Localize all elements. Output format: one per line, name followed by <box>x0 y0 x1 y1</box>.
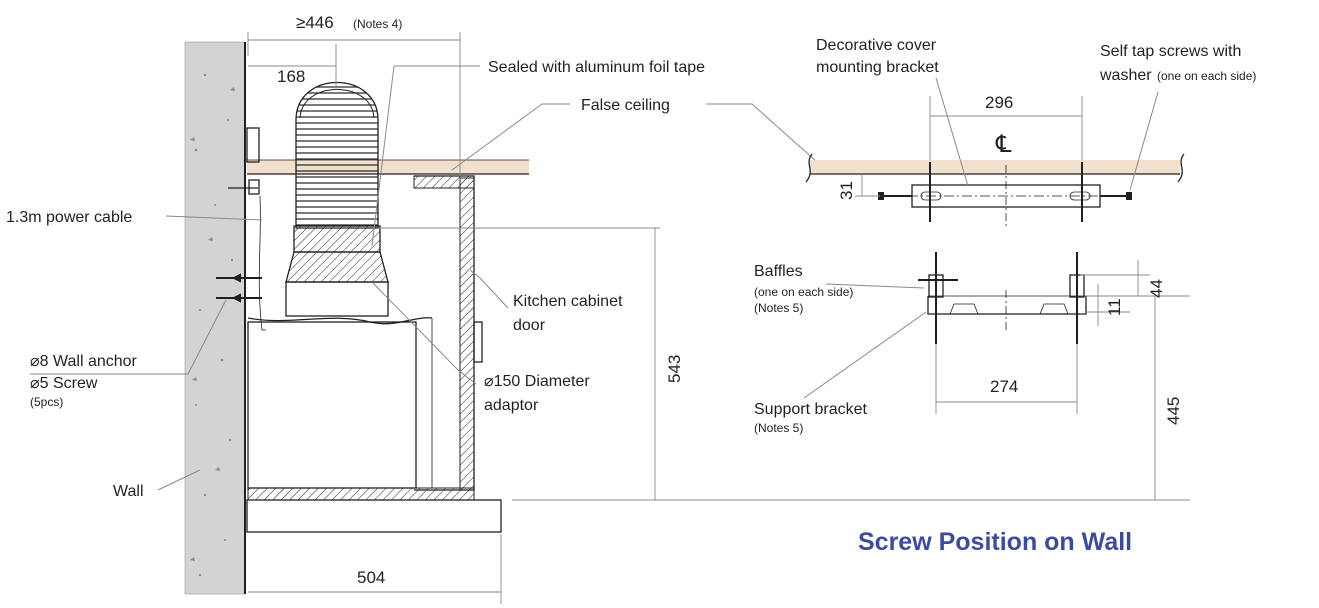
dim-446: ≥446 (Notes 4) <box>247 13 461 176</box>
wall-anchor-lower <box>216 293 262 303</box>
label-support-bracket: Support bracket <box>754 401 868 418</box>
dim-168-text: 168 <box>277 67 305 86</box>
title-screw-position: Screw Position on Wall <box>858 528 1132 556</box>
adaptor-150 <box>285 251 389 283</box>
label-power-cable: 1.3m power cable <box>6 209 132 226</box>
motor-housing <box>285 281 389 317</box>
dim-296-text: 296 <box>985 93 1013 112</box>
self-tap-screw-left <box>878 192 912 200</box>
wall-texture <box>190 73 235 577</box>
label-screw: ⌀5 Screw <box>30 375 98 392</box>
bracket-notch-right <box>1039 303 1069 315</box>
dim-44-text: 44 <box>1147 279 1166 298</box>
label-self-tap-2: washer <box>1099 67 1152 84</box>
label-kitchen-cabinet-1: Kitchen cabinet <box>513 293 623 310</box>
upper-bracket <box>228 179 260 195</box>
leader-adaptor <box>371 281 477 385</box>
dim-504: 504 <box>248 534 502 604</box>
leader-power-cable <box>165 215 263 221</box>
label-baffles-notes: (Notes 5) <box>754 301 803 315</box>
leader-self-tap <box>1129 91 1159 191</box>
dim-168: 168 <box>248 44 337 90</box>
leader-kitchen-cabinet <box>469 269 509 309</box>
dim-11: 11 <box>1086 284 1130 326</box>
self-tap-screw-right <box>1100 192 1132 200</box>
dim-543: 543 <box>380 227 684 500</box>
label-deco-cover-2: mounting bracket <box>816 59 939 76</box>
leader-false-ceiling <box>451 103 570 171</box>
dim-31-text: 31 <box>837 181 856 200</box>
power-cable-line <box>258 195 266 331</box>
dim-296: 296 <box>929 93 1083 160</box>
dim-31: 31 <box>837 174 880 200</box>
leader-baffles <box>825 283 925 289</box>
label-adaptor-2: adaptor <box>484 397 539 414</box>
label-screw-qty: (5pcs) <box>30 395 63 409</box>
label-baffles-sub: (one on each side) <box>754 285 853 299</box>
hood-body <box>247 321 417 489</box>
dim-274: 274 <box>935 344 1078 414</box>
dim-445: 445 <box>1154 296 1183 500</box>
label-wall-anchor: ⌀8 Wall anchor <box>30 353 138 370</box>
hood-top-wave <box>247 317 433 325</box>
label-deco-cover-1: Decorative cover <box>816 37 937 54</box>
dim-274-text: 274 <box>990 377 1018 396</box>
collar <box>293 225 381 253</box>
bracket-notch-left <box>949 303 979 315</box>
cabinet-bottom-hatch <box>247 487 475 501</box>
cabinet-door-hatch <box>459 177 475 491</box>
leader-wall-anchor <box>30 299 227 375</box>
flexible-duct <box>295 81 379 229</box>
wall-anchor-upper <box>216 273 262 283</box>
dim-446-text: ≥446 <box>296 13 334 32</box>
label-sealed-tape: Sealed with aluminum foil tape <box>488 59 705 76</box>
leader-wall <box>157 469 201 491</box>
leader-false-ceiling-right <box>706 103 827 171</box>
label-wall: Wall <box>113 483 144 500</box>
support-bracket-assembly <box>918 252 1087 344</box>
dim-446-note: (Notes 4) <box>353 17 402 31</box>
label-self-tap-1: Self tap screws with <box>1100 43 1241 60</box>
label-support-notes: (Notes 5) <box>754 421 803 435</box>
leader-support-bracket <box>803 311 927 399</box>
ceiling-strip-right <box>810 160 1180 174</box>
cabinet-top-hatch <box>413 175 475 189</box>
leader-deco-cover <box>935 77 969 187</box>
cabinet-handle <box>473 321 483 363</box>
label-kitchen-cabinet-2: door <box>513 317 546 334</box>
leader-sealed-tape <box>371 65 480 247</box>
dim-504-text: 504 <box>357 568 385 587</box>
dim-543-text: 543 <box>665 355 684 383</box>
support-bracket <box>927 296 1087 315</box>
label-false-ceiling: False ceiling <box>581 97 670 114</box>
break-left <box>805 153 813 183</box>
centerline-symbol: ℄ <box>995 131 1012 158</box>
break-right <box>1177 153 1185 183</box>
electric-box <box>246 127 260 163</box>
false-ceiling-strip <box>247 160 529 174</box>
side-section-view: ≥446 (Notes 4) 168 Sealed with aluminum … <box>6 13 1190 604</box>
label-self-tap-3: (one on each side) <box>1157 69 1256 83</box>
wall-slab <box>184 41 246 595</box>
bracket-detail-view: 296 ℄ 31 Decorative cover mounting brack… <box>754 37 1256 556</box>
label-baffles: Baffles <box>754 263 803 280</box>
label-adaptor-1: ⌀150 Diameter <box>484 373 590 390</box>
dim-44: 44 <box>1080 260 1190 298</box>
dim-445-text: 445 <box>1164 397 1183 425</box>
dim-11-text: 11 <box>1105 298 1124 316</box>
worktop <box>246 499 502 533</box>
